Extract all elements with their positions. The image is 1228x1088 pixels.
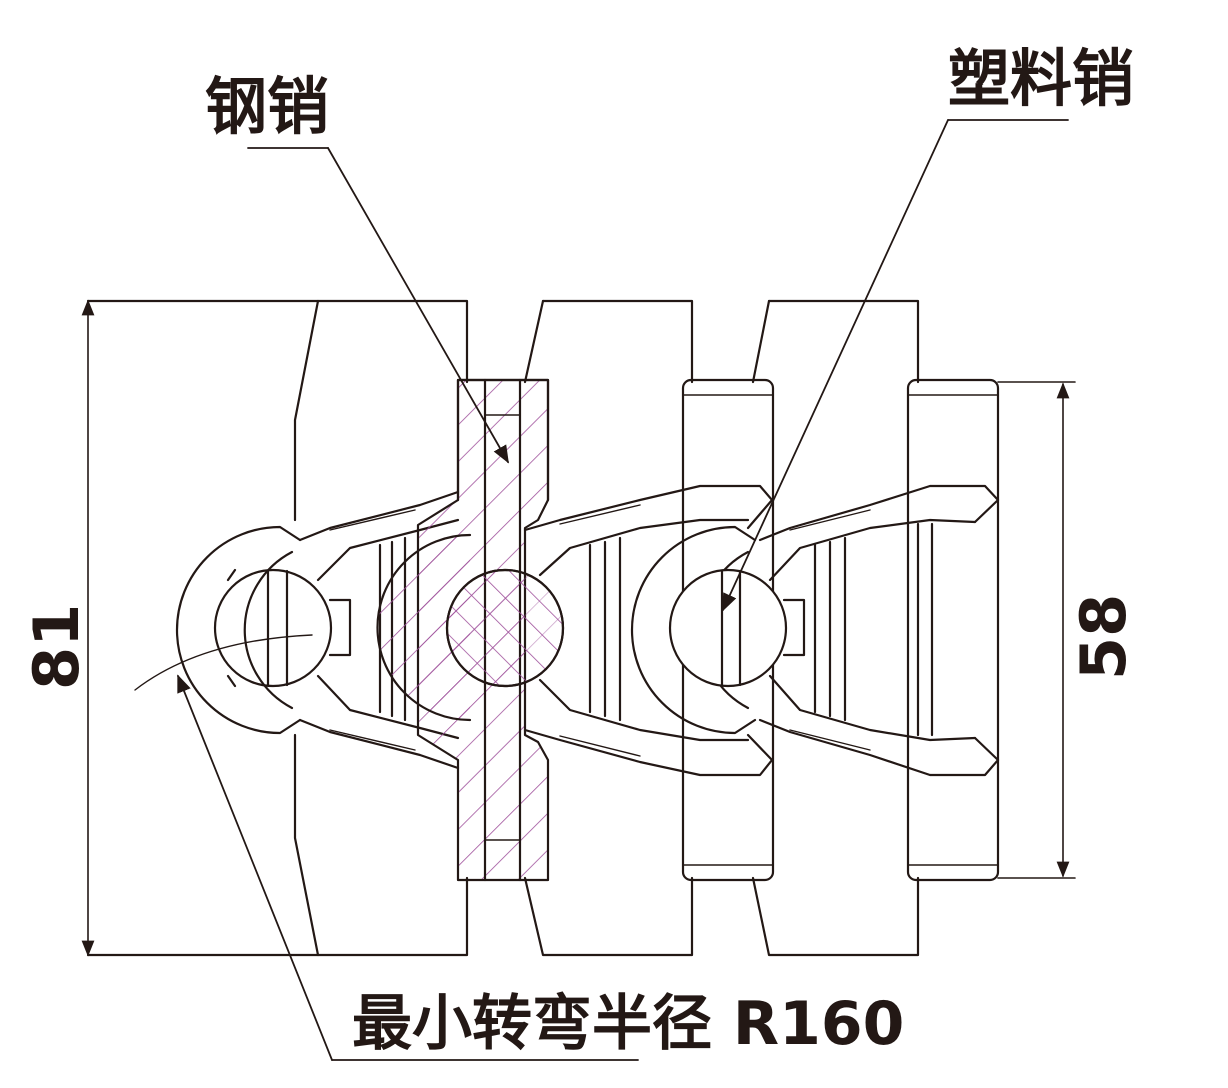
dimension-81-label: 81: [20, 604, 93, 690]
dimension-58: [997, 381, 1076, 879]
pin-barrel-right: [906, 378, 1000, 882]
middle-knuckle: [630, 525, 806, 735]
dimension-58-label: 58: [1067, 594, 1140, 680]
centre-link-arms: [523, 484, 774, 777]
min-radius-label: 最小转弯半径 R160: [352, 989, 904, 1059]
steel-pin-section: [376, 378, 565, 882]
right-link-arms: [758, 484, 1000, 777]
rear-link-outline-right: [751, 299, 920, 957]
leader-plastic-pin: [722, 119, 1069, 612]
plastic-pin-label: 塑料销: [948, 42, 1134, 115]
rear-link-outline-middle: [523, 299, 694, 957]
leader-steel-pin: [247, 147, 509, 464]
steel-pin-label: 钢销: [205, 70, 329, 143]
rear-link-outline-left: [86, 299, 469, 957]
left-knuckle: [175, 525, 352, 735]
leader-min-radius: [134, 634, 639, 1061]
